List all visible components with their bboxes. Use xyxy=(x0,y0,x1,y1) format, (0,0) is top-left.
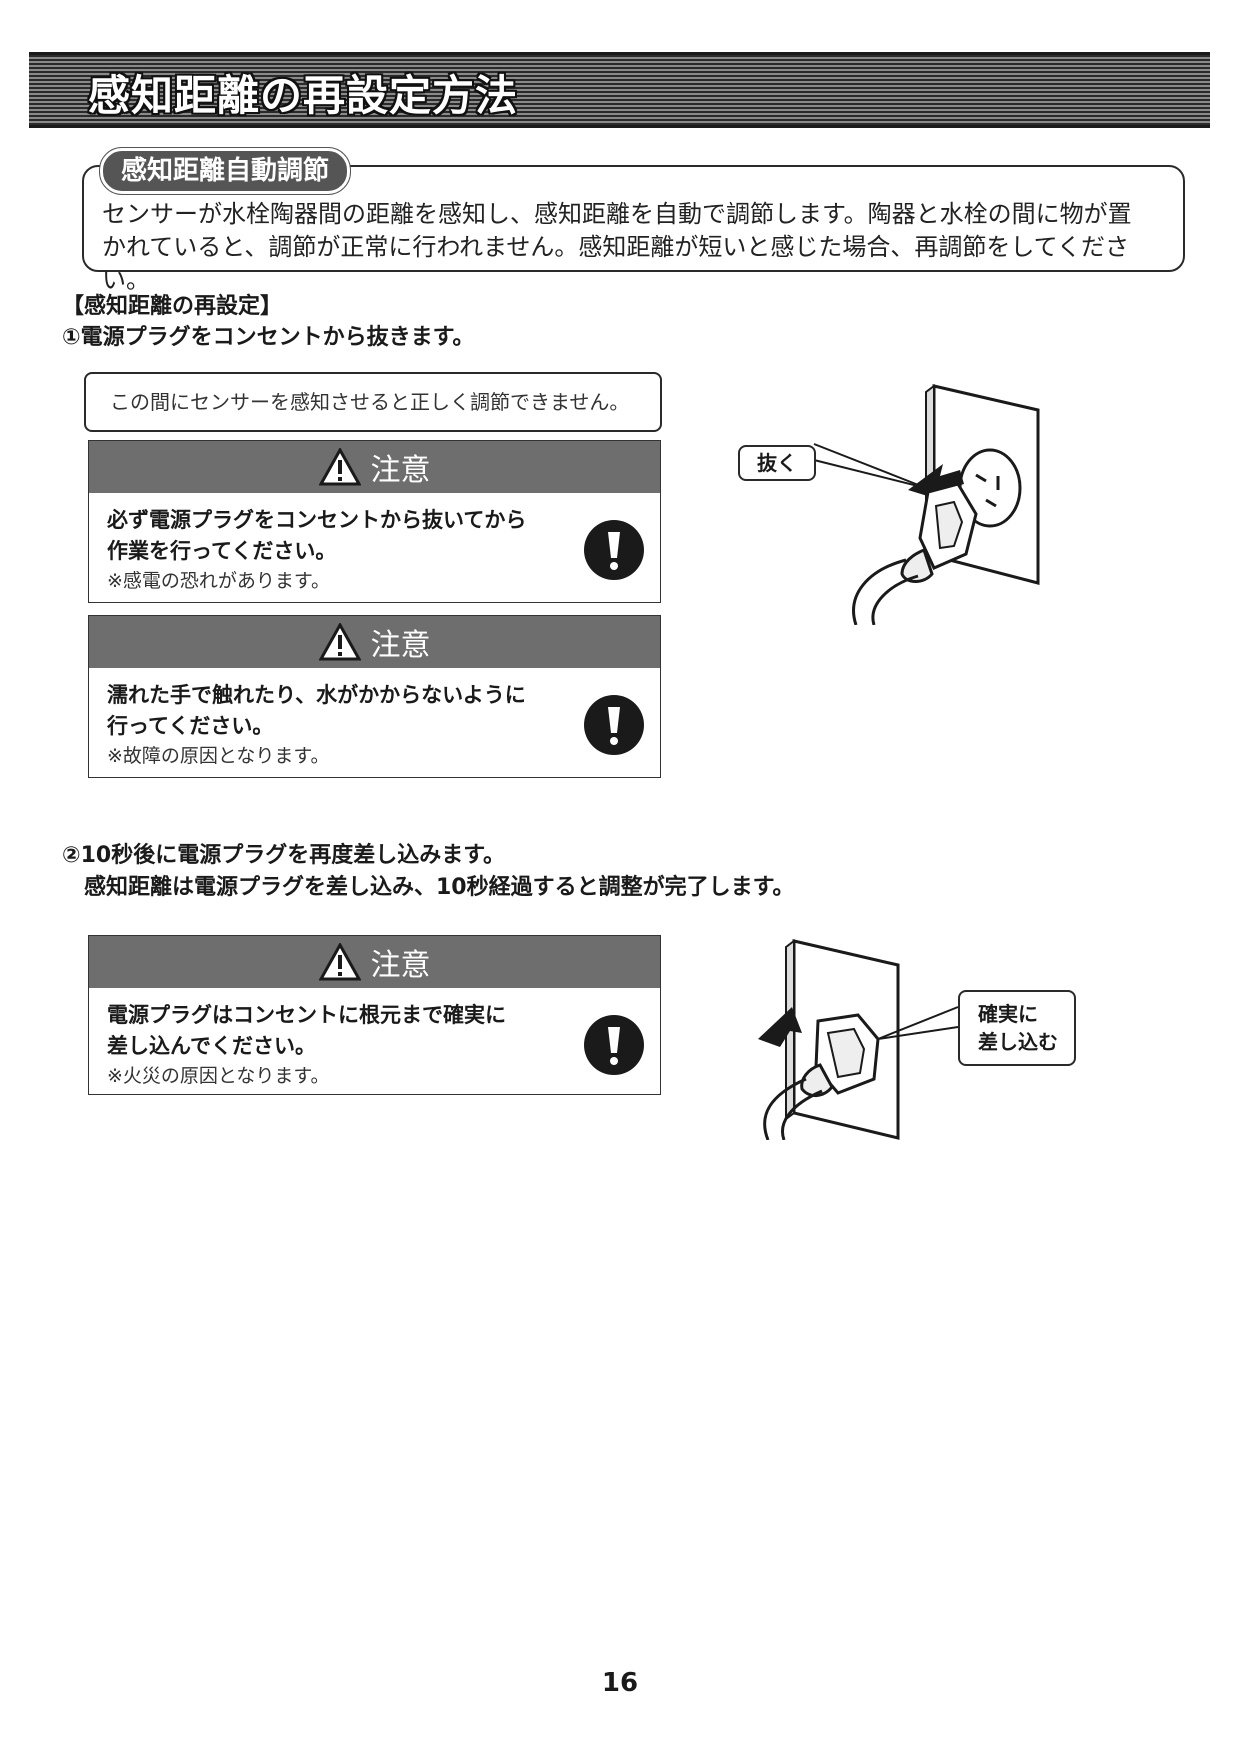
callout-plugin-line: 差し込む xyxy=(978,1030,1058,1054)
reset-heading: 【感知距離の再設定】 ①電源プラグをコンセントから抜きます。 xyxy=(62,292,474,354)
caution-text: 濡れた手で触れたり、水がかからないように xyxy=(107,683,526,707)
auto-adjust-line: センサーが水栓陶器間の距離を感知し、感知距離を自動で調節します。陶器と水栓の間に… xyxy=(102,200,1132,228)
plugin-illustration xyxy=(758,939,959,1140)
caution-label: 注意 xyxy=(370,628,431,663)
step-2-line: 感知距離は電源プラグを差し込み、10秒経過すると調整が完了します。 xyxy=(62,875,795,900)
caution-text: 差し込んでください。 xyxy=(107,1034,316,1058)
mandatory-exclamation-icon xyxy=(584,1015,644,1075)
caution-body: 必ず電源プラグをコンセントから抜いてから 作業を行ってください。 ※感電の恐れが… xyxy=(89,493,660,607)
arrow-icon xyxy=(908,464,964,502)
unplug-illustration xyxy=(813,384,1040,625)
page-number: 16 xyxy=(601,1668,639,1698)
caution-body: 濡れた手で触れたり、水がかからないように 行ってください。 ※故障の原因となりま… xyxy=(89,668,660,782)
auto-adjust-box xyxy=(82,165,1185,272)
warning-triangle-icon xyxy=(318,623,361,661)
caution-box-2: 注意 濡れた手で触れたり、水がかからないように 行ってください。 ※故障の原因と… xyxy=(88,615,661,778)
mandatory-exclamation-icon xyxy=(584,520,644,580)
warning-triangle-icon xyxy=(318,448,361,486)
caution-box-1: 注意 必ず電源プラグをコンセントから抜いてから 作業を行ってください。 ※感電の… xyxy=(88,440,661,603)
callout-plugin-line: 確実に xyxy=(978,1002,1038,1026)
caution-subtext: ※火災の原因となります。 xyxy=(107,1065,330,1087)
callout-unplug: 抜く xyxy=(738,445,816,481)
caution-body: 電源プラグはコンセントに根元まで確実に 差し込んでください。 ※火災の原因となり… xyxy=(89,988,660,1102)
page-title: 感知距離の再設定方法 xyxy=(88,71,519,120)
caution-header: 注意 xyxy=(89,936,660,988)
reset-heading-text: 【感知距離の再設定】 xyxy=(62,294,283,319)
caution-text: 電源プラグはコンセントに根元まで確実に xyxy=(107,1003,506,1027)
caution-text: 行ってください。 xyxy=(107,714,274,738)
auto-adjust-tag: 感知距離自動調節 xyxy=(98,147,352,195)
caution-text: 作業を行ってください。 xyxy=(107,539,337,563)
step-2-line: ②10秒後に電源プラグを再度差し込みます。 xyxy=(62,843,506,868)
caution-subtext: ※感電の恐れがあります。 xyxy=(107,570,331,592)
arrow-icon xyxy=(758,1007,802,1047)
auto-adjust-line: かれていると、調節が正常に行われません。感知距離が短いと感じた場合、再調節をして… xyxy=(102,233,1129,294)
caution-label: 注意 xyxy=(370,948,431,983)
auto-adjust-text: センサーが水栓陶器間の距離を感知し、感知距離を自動で調節します。陶器と水栓の間に… xyxy=(102,198,1172,297)
caution-text: 必ず電源プラグをコンセントから抜いてから xyxy=(107,508,527,532)
caution-box-3: 注意 電源プラグはコンセントに根元まで確実に 差し込んでください。 ※火災の原因… xyxy=(88,935,661,1095)
mandatory-exclamation-icon xyxy=(584,695,644,755)
note-box: この間にセンサーを感知させると正しく調節できません。 xyxy=(84,372,662,432)
callout-plugin: 確実に 差し込む xyxy=(958,990,1076,1066)
caution-header: 注意 xyxy=(89,616,660,668)
step-1: ①電源プラグをコンセントから抜きます。 xyxy=(62,325,475,350)
caution-label: 注意 xyxy=(370,453,431,488)
step-2: ②10秒後に電源プラグを再度差し込みます。 感知距離は電源プラグを差し込み、10… xyxy=(62,840,794,904)
title-banner xyxy=(29,52,1210,128)
caution-header: 注意 xyxy=(89,441,660,493)
warning-triangle-icon xyxy=(318,943,361,981)
caution-subtext: ※故障の原因となります。 xyxy=(107,745,330,767)
